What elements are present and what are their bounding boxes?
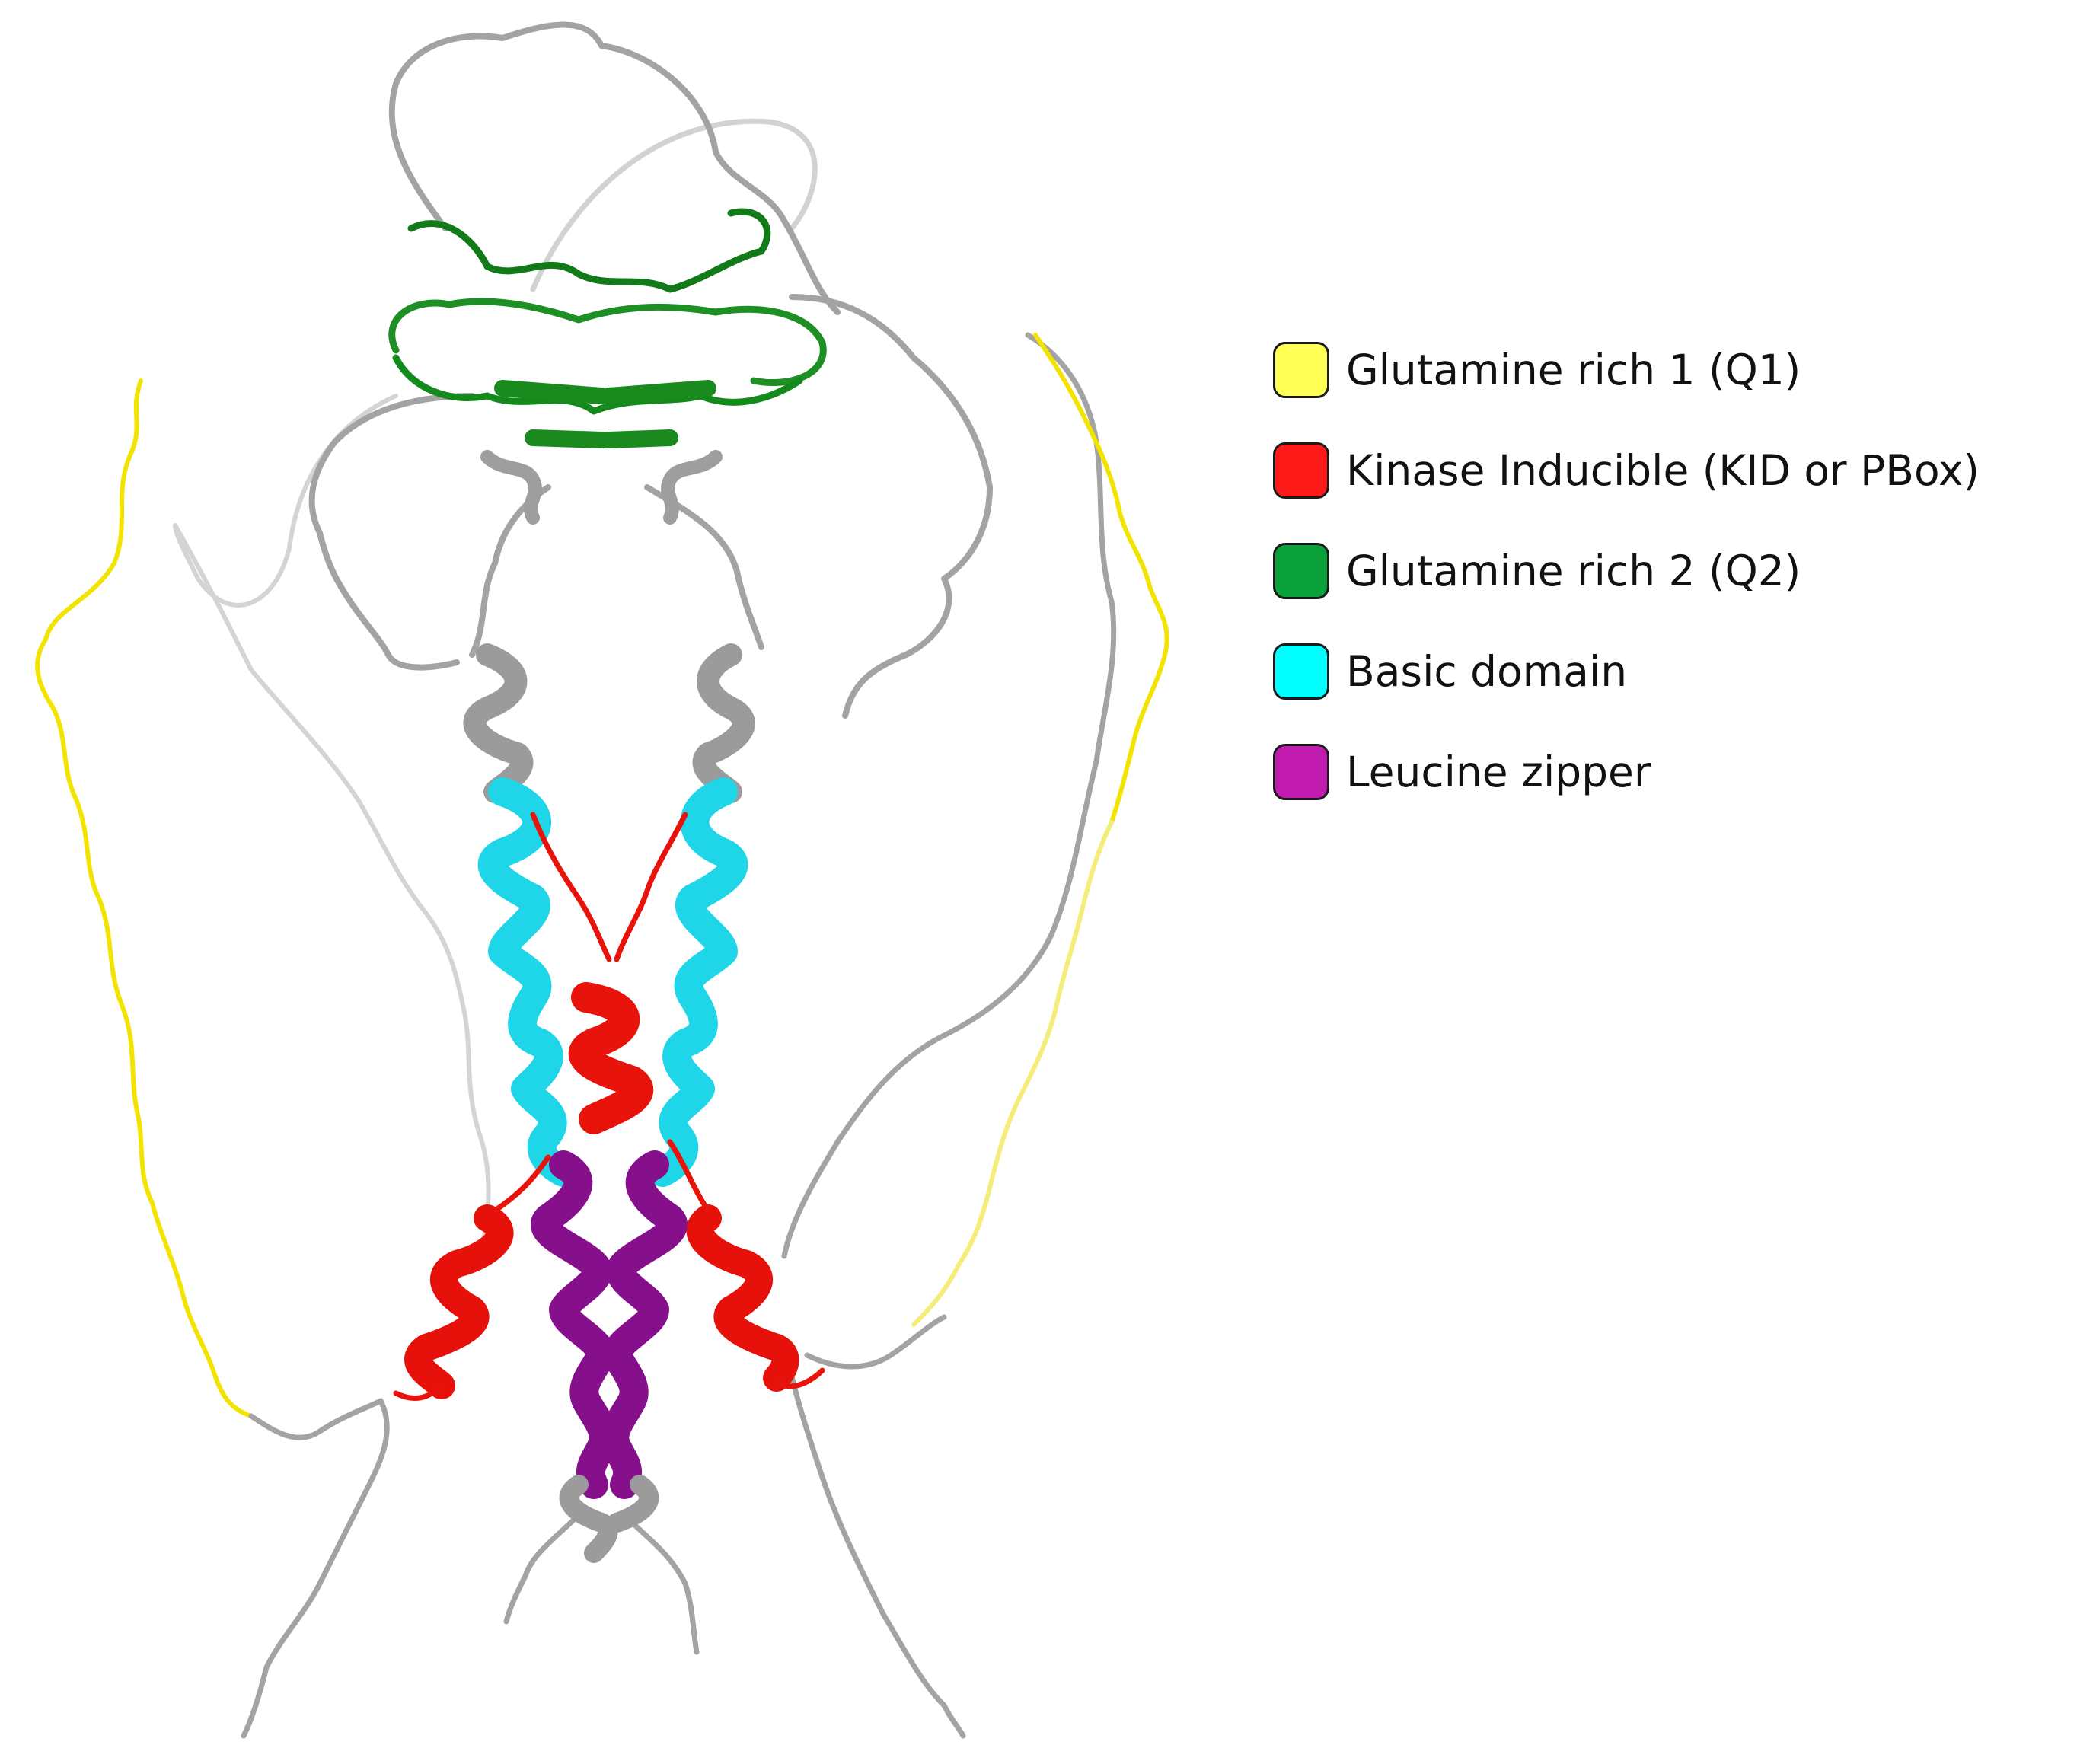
- q2-beta-strand-lower: [525, 429, 678, 448]
- coil-tail-left-outer: [241, 1398, 390, 1739]
- q1-coil-right-lower: [911, 820, 1114, 1327]
- helix-grey-top-left: [480, 450, 542, 525]
- basic-helix-left: [477, 777, 578, 1187]
- legend-item-kid: Kinase Inducible (KID or PBox): [1273, 420, 1980, 521]
- kid-helix-right: [686, 1204, 799, 1392]
- q2-loop-lower: [392, 354, 803, 415]
- coil-loop-top: [388, 21, 841, 315]
- kid-coil-right-link: [667, 1139, 825, 1389]
- legend-item-q2: Glutamine rich 2 (Q2): [1273, 521, 1980, 621]
- coil-tail-right-outer: [781, 1337, 966, 1739]
- q1-coil-left: [35, 378, 254, 1418]
- legend-item-q1: Glutamine rich 1 (Q1): [1273, 320, 1980, 420]
- domain-legend: Glutamine rich 1 (Q1) Kinase Inducible (…: [1273, 320, 1980, 822]
- legend-swatch-q1: [1273, 342, 1329, 398]
- coil-loop-right-upper: [789, 294, 993, 719]
- legend-swatch-zipper: [1273, 744, 1329, 800]
- legend-swatch-basic: [1273, 643, 1329, 700]
- coil-loop-back-left: [173, 394, 491, 1266]
- legend-swatch-kid: [1273, 442, 1329, 499]
- legend-label-q1: Glutamine rich 1 (Q1): [1346, 346, 1801, 394]
- kid-coil-left-link: [393, 1154, 551, 1402]
- coil-loop-left-upper: [308, 393, 475, 671]
- legend-label-zipper: Leucine zipper: [1346, 748, 1651, 796]
- q2-loop-middle: [388, 298, 827, 387]
- legend-label-q2: Glutamine rich 2 (Q2): [1346, 547, 1801, 595]
- helix-grey-right-top: [692, 643, 755, 803]
- zipper-helix-right: [600, 1150, 688, 1499]
- coil-tail-right-inner: [621, 1512, 700, 1655]
- kid-helix-center: [569, 982, 654, 1134]
- helix-grey-left-top: [463, 643, 534, 803]
- coil-tail-left-inner: [503, 1512, 582, 1625]
- helix-grey-top-right: [661, 450, 723, 525]
- coil-loop-center-right: [644, 484, 764, 650]
- legend-label-kid: Kinase Inducible (KID or PBox): [1346, 446, 1980, 495]
- q2-beta-strand-upper: [494, 380, 716, 404]
- basic-helix-right: [648, 777, 748, 1187]
- legend-swatch-q2: [1273, 543, 1329, 599]
- helix-grey-bottom: [559, 1475, 659, 1563]
- legend-label-basic: Basic domain: [1346, 647, 1628, 696]
- zipper-helix-left: [531, 1150, 618, 1499]
- coil-loop-lower-right: [804, 1314, 947, 1370]
- coil-loop-back-top: [530, 118, 818, 292]
- legend-item-basic: Basic domain: [1273, 621, 1980, 722]
- kid-helix-left: [404, 1204, 514, 1399]
- q2-loop-upper: [407, 208, 771, 293]
- q1-coil-right: [1033, 333, 1169, 825]
- legend-item-zipper: Leucine zipper: [1273, 722, 1980, 822]
- coil-right-long: [781, 332, 1117, 1259]
- kid-coil-center: [530, 812, 688, 962]
